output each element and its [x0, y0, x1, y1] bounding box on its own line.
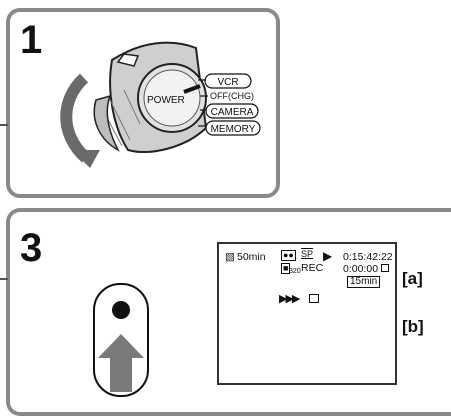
svg-text:VCR: VCR: [217, 77, 238, 88]
record-dot-icon: [112, 301, 130, 319]
dial-indicator: [183, 84, 201, 94]
search-arrows-icon: ▶▶▶: [279, 293, 300, 305]
quality-sub: 320: [289, 268, 301, 275]
counter-mark-icon: [381, 264, 389, 272]
remaining-time: 15min: [347, 276, 381, 288]
callout-a: [a]: [402, 269, 423, 288]
panel-1-tick: [0, 124, 8, 126]
battery-remaining: 50min: [237, 251, 266, 263]
lcd-screen: ▧ 50min ●● SP ▶ 0:15:42:22 ■ 320 REC 0:0…: [217, 242, 397, 385]
timecode: 0:15:42:22: [343, 251, 393, 263]
mode-labels: VCR OFF(CHG) CAMERA MEMORY: [198, 73, 261, 136]
quality-icon: ■: [281, 263, 291, 274]
svg-text:POWER: POWER: [147, 95, 185, 106]
step-1-number: 1: [20, 18, 43, 62]
tape-counter: 0:00:00: [343, 263, 379, 275]
step-3-number: 3: [20, 226, 43, 270]
svg-text:MEMORY: MEMORY: [211, 124, 256, 135]
svg-text:OFF(CHG): OFF(CHG): [210, 91, 254, 101]
callout-b: [b]: [402, 317, 424, 336]
battery-icon: ▧: [225, 251, 235, 263]
arrow-head-icon: [72, 150, 100, 168]
play-icon: ▶: [323, 249, 333, 263]
cassette-icon: [309, 294, 319, 303]
svg-text:CAMERA: CAMERA: [211, 107, 254, 118]
tape-speed: SP: [301, 249, 314, 259]
panel-3-tick: [0, 278, 8, 280]
tape-format-icon: ●●: [281, 250, 296, 261]
press-arrow-icon: [98, 334, 144, 392]
rec-label: REC: [301, 262, 324, 274]
